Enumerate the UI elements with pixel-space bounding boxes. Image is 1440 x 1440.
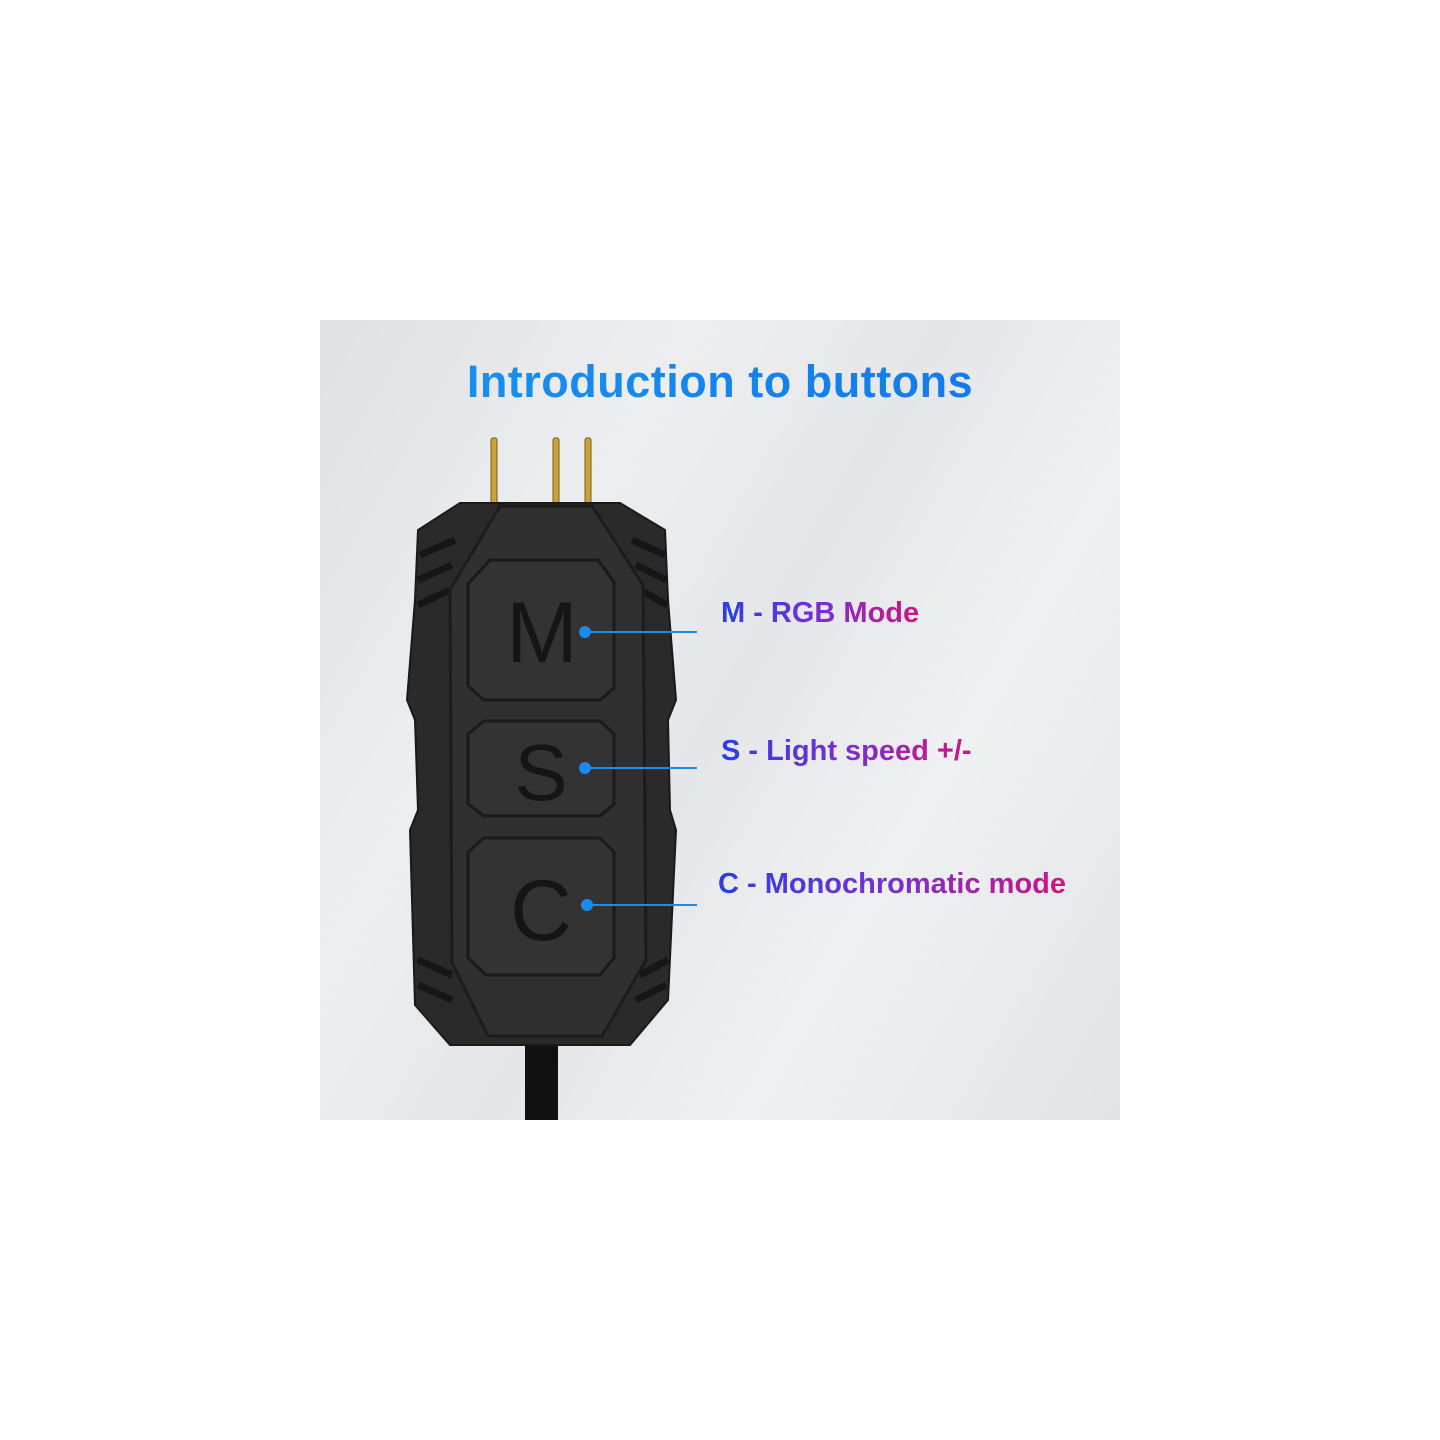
button-c[interactable]: C [466,836,616,977]
cable [525,1040,558,1120]
label-s-button: S - Light speed +/- [721,735,972,767]
button-m[interactable]: M [466,558,616,702]
button-c-letter: C [510,863,572,959]
label-c-button: C - Monochromatic mode [718,868,1067,900]
callout-lines [579,626,697,911]
label-m-button: M - RGB Mode [721,597,920,629]
button-s[interactable]: S [466,719,616,818]
side-vents [416,536,670,1004]
button-m-letter: M [506,585,578,681]
connector-pins [490,437,592,507]
page-title: Introduction to buttons [0,356,1440,408]
button-s-letter: S [514,728,567,817]
